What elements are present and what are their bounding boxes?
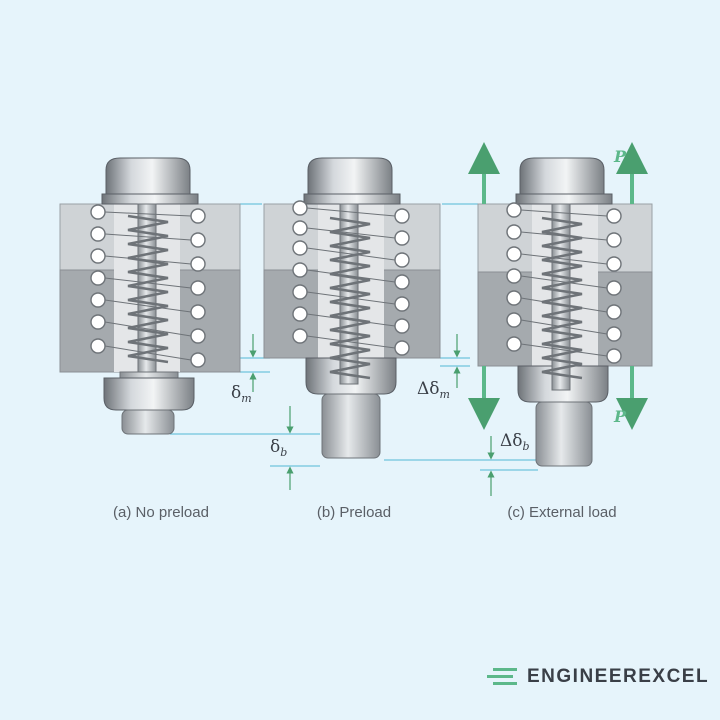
bolt-shank-end (121, 409, 175, 435)
nut (103, 377, 195, 411)
label-Delta-delta-m: Δδm (417, 379, 450, 401)
label-delta-b: δb (270, 437, 287, 459)
bolt-spring (127, 214, 169, 364)
engineerexcel-logo-icon (487, 668, 517, 685)
caption-preload: (b) Preload (316, 504, 392, 521)
label-Delta-delta-b: Δδb (500, 431, 530, 453)
member-spring (90, 204, 206, 368)
dimension-lines (170, 203, 538, 471)
label-delta-m: δm (231, 383, 252, 405)
caption-no-preload: (a) No preload (113, 504, 209, 521)
panel-a-no-preload (59, 157, 241, 435)
caption-external-load: (c) External load (507, 504, 617, 521)
bolt-shank-end (535, 401, 593, 467)
bolt-head (307, 157, 393, 195)
load-arrows (468, 142, 648, 430)
bolt-shank (339, 203, 359, 385)
bolt-shank-end (321, 393, 381, 459)
bolt-head (105, 157, 191, 195)
dimension-arrows (249, 334, 495, 496)
panel-b-preload (263, 157, 441, 459)
label-load-bottom: P (613, 407, 627, 426)
label-load-top: P (613, 147, 627, 166)
brand: ENGINEEREXCEL (487, 662, 709, 692)
brand-name: ENGINEEREXCEL (527, 666, 710, 687)
panel-c-external-load (468, 142, 653, 467)
bolt-head (519, 157, 605, 195)
